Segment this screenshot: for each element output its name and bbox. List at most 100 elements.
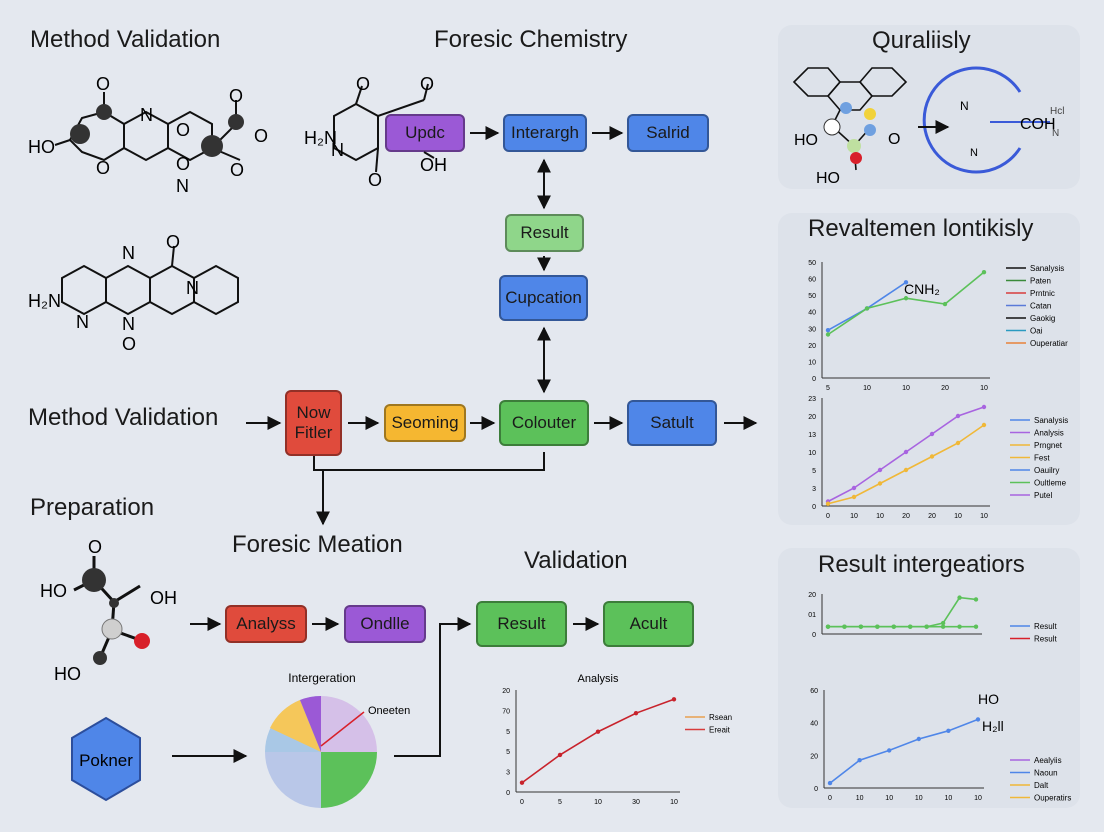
y-tick-label: 0 <box>812 504 816 511</box>
y-tick-label: 30 <box>808 326 816 333</box>
box-result-bottom[interactable]: Result <box>476 601 567 647</box>
atom <box>101 618 123 640</box>
x-tick-label: 10 <box>902 385 910 392</box>
data-point <box>903 449 909 455</box>
pie-slice-5 <box>270 700 321 752</box>
x-tick-label: 10 <box>863 385 871 392</box>
data-point <box>903 296 909 301</box>
data-point <box>903 280 909 285</box>
box-updc[interactable]: Updc <box>385 114 465 152</box>
x-tick-label: 10 <box>980 513 988 520</box>
box-now-filter[interactable]: Now Fitler <box>285 390 342 456</box>
data-point <box>595 729 601 734</box>
atom-label: N <box>140 105 153 125</box>
box-seoming[interactable]: Seoming <box>384 404 466 442</box>
x-tick-label: 0 <box>520 799 524 806</box>
series-line <box>829 718 979 784</box>
connector <box>313 452 545 471</box>
y-tick-label: 3 <box>812 486 816 493</box>
atom-label: N <box>960 99 969 113</box>
atom-label: O <box>96 158 110 178</box>
atom-label: O <box>96 74 110 94</box>
y-tick-label: 0 <box>506 790 510 797</box>
y-tick-label: 20 <box>808 592 816 599</box>
x-tick-label: 10 <box>670 799 678 806</box>
title-method-validation-mid: Method Validation <box>28 404 219 431</box>
title-method-validation-top: Method Validation <box>30 26 221 53</box>
box-salrid[interactable]: Salrid <box>627 114 709 152</box>
box-cupcation[interactable]: Cupcation <box>499 275 588 321</box>
atom-label: O <box>368 170 382 190</box>
molecule-2 <box>61 245 239 316</box>
legend-label: Analysis <box>1034 429 1064 438</box>
y-tick-label: 0 <box>812 632 816 639</box>
legend-label: Result <box>1034 622 1057 631</box>
legend-label: Prntnic <box>1030 289 1055 298</box>
data-point <box>851 485 857 491</box>
title-validation: Validation <box>524 547 628 574</box>
data-point <box>877 467 883 473</box>
legend-label: Gaokig <box>1030 314 1055 323</box>
data-point <box>887 748 892 753</box>
molecule-1-atoms: HO O N O O N O O O O <box>28 74 268 196</box>
x-tick-label: 0 <box>826 513 830 520</box>
data-point <box>825 624 831 629</box>
box-result-mid[interactable]: Result <box>505 214 584 252</box>
flow-arrows <box>172 120 950 763</box>
blue-arc-diagram: N COH Hcl N N <box>922 66 1064 174</box>
chart-annotation: H₂ll <box>982 718 1004 734</box>
data-point <box>929 431 935 437</box>
panel-revaltemen <box>778 213 1080 525</box>
y-tick-label: 40 <box>808 310 816 317</box>
atom-label: O <box>122 334 136 354</box>
legend-label: Ouperatiar <box>1030 339 1068 348</box>
legend-label: Result <box>1034 635 1057 644</box>
atom-label: Hcl <box>1050 106 1064 117</box>
data-point <box>519 780 525 785</box>
y-tick-label: 20 <box>810 753 818 760</box>
y-tick-label: 20 <box>808 343 816 350</box>
data-point <box>973 624 979 629</box>
data-point <box>825 327 831 333</box>
series-line <box>521 698 675 784</box>
atom-label: N <box>1052 128 1059 139</box>
atom-label: COH <box>1020 116 1056 133</box>
box-interargh[interactable]: Interargh <box>503 114 587 152</box>
box-colouter[interactable]: Colouter <box>499 400 589 446</box>
box-ondlle[interactable]: Ondlle <box>344 605 426 643</box>
molecule-4-atoms: O HO OH HO <box>40 537 177 684</box>
atom <box>840 102 852 114</box>
legend-label: Dalt <box>1034 781 1049 790</box>
legend-label: Oultleme <box>1034 479 1067 488</box>
box-analyss[interactable]: Analyss <box>225 605 307 643</box>
data-point <box>633 710 639 716</box>
box-satult[interactable]: Satult <box>627 400 717 446</box>
box-acult[interactable]: Acult <box>603 601 694 647</box>
atom-label: N <box>76 312 89 332</box>
x-tick-label: 10 <box>876 513 884 520</box>
x-tick-label: 10 <box>915 795 923 802</box>
arc <box>922 66 1022 174</box>
data-point <box>842 624 847 629</box>
data-point <box>857 758 862 763</box>
data-point <box>903 467 909 473</box>
hexagon-pokner[interactable]: Pokner <box>71 716 141 802</box>
data-point <box>940 624 946 629</box>
atom <box>850 152 862 164</box>
legend-label: Naoun <box>1034 769 1058 778</box>
x-tick-label: 10 <box>850 513 858 520</box>
y-tick-label: 01 <box>808 612 816 619</box>
y-tick-label: 0 <box>812 376 816 383</box>
atom-label: N <box>176 176 189 196</box>
atom <box>70 124 90 144</box>
y-tick-label: 5 <box>506 749 510 756</box>
atom-label: H₂N <box>304 128 337 148</box>
data-point <box>981 269 987 275</box>
panel-qualiisly-title: Quraliisly <box>872 27 971 54</box>
atom <box>228 114 244 130</box>
x-tick-label: 10 <box>885 795 893 802</box>
x-tick-label: 30 <box>632 799 640 806</box>
hexagon-shape <box>71 716 141 802</box>
